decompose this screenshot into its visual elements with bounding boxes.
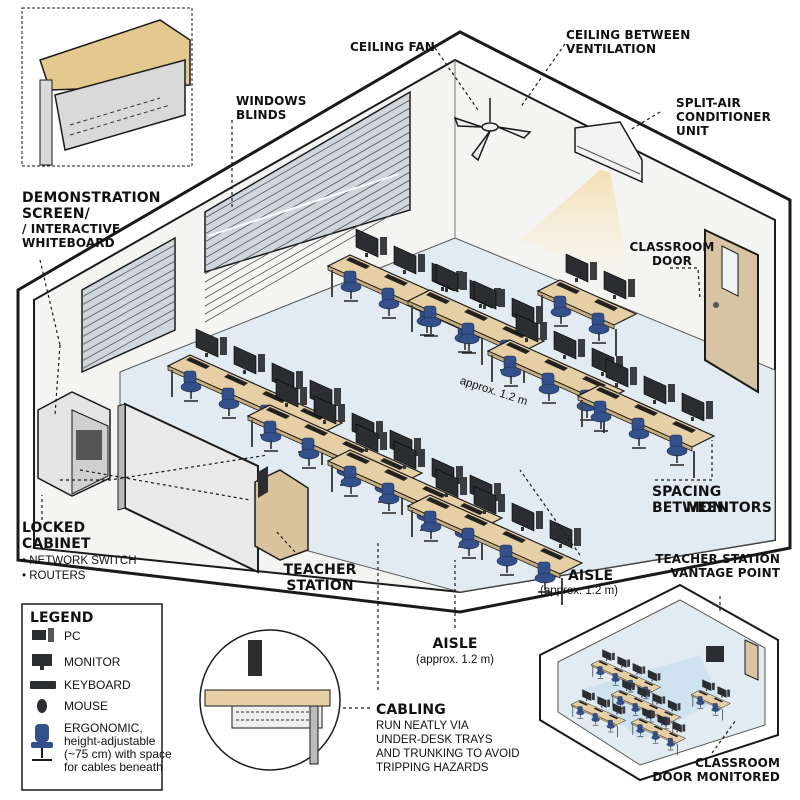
- vantage-point-inset: [539, 583, 779, 782]
- legend-chair-icon: [31, 724, 53, 761]
- legend-mouse-label: MOUSE: [64, 699, 109, 713]
- legend-title: LEGEND: [30, 610, 94, 626]
- legend-chair-label-4: for cables beneath: [64, 760, 163, 774]
- demonstration-whiteboard: [117, 402, 259, 574]
- label-cabinet-line1: LOCKED: [22, 520, 86, 536]
- label-demo-line4: WHITEBOARD: [22, 236, 115, 250]
- ventilation-light: [520, 170, 630, 280]
- label-cabling-sub-3: AND TRUNKING TO AVOID: [376, 748, 520, 760]
- label-aisle-right: AISLE: [568, 568, 614, 584]
- label-vantage-line1: TEACHER STATION: [655, 552, 780, 566]
- label-door-monitored-line1: CLASSROOM: [695, 756, 780, 770]
- legend-keyboard-icon: [30, 681, 56, 689]
- label-cabling-sub-1: RUN NEATLY VIA: [376, 720, 469, 732]
- label-cabling-sub-4: TRIPPING HAZARDS: [376, 762, 489, 774]
- label-cabinet-item-2: • ROUTERS: [22, 570, 86, 582]
- legend-keyboard-label: KEYBOARD: [64, 678, 131, 692]
- label-demo-line2: SCREEN/: [22, 206, 90, 222]
- label-ceiling-vent-line2: VENTILATION: [566, 42, 657, 56]
- legend-monitor-icon: [32, 654, 52, 666]
- label-ceiling-fan: CEILING FAN: [350, 40, 435, 54]
- label-aisle-right-sub: (approx. 1.2 m): [540, 585, 618, 597]
- label-cabinet-line2: CABINET: [22, 536, 91, 552]
- label-spacing-line1: SPACING BETWEEN: [652, 484, 729, 516]
- label-ac-line2: CONDITIONER UNIT: [676, 110, 771, 138]
- label-cabling-sub-2: UNDER-DESK TRAYS: [376, 734, 493, 746]
- split-air-conditioner: [574, 121, 643, 184]
- label-aisle-bottom: AISLE: [432, 636, 478, 652]
- label-door-monitored-line2: DOOR MONITORED: [652, 770, 780, 784]
- label-ac-line1: SPLIT-AIR: [676, 96, 741, 110]
- teacher-station-desk: [254, 466, 309, 561]
- label-demo-line3: / INTERACTIVE: [22, 222, 121, 236]
- label-ceiling-vent-line1: CEILING BETWEEN: [566, 28, 691, 42]
- label-door-line1: CLASSROOM: [629, 240, 715, 254]
- label-cabinet-item-1: • NETWORK SWITCH: [22, 555, 137, 567]
- legend-chair-label-2: height-adjustable: [64, 734, 156, 748]
- label-blinds-line1: WINDOWS: [236, 94, 307, 108]
- legend-mouse-icon: [37, 699, 47, 713]
- label-teacher-line1: TEACHER: [283, 562, 357, 578]
- label-vantage-line2: VANTAGE POINT: [670, 566, 780, 580]
- windows-blinds: [81, 90, 411, 374]
- label-aisle-bottom-sub: (approx. 1.2 m): [416, 654, 494, 666]
- cabling-detail-inset: [199, 629, 341, 771]
- label-cabling: CABLING: [376, 702, 446, 718]
- legend-box: [21, 603, 163, 791]
- label-demo-line1: DEMONSTRATION: [22, 190, 161, 206]
- leader-lines: [39, 43, 737, 754]
- cable-tray-inset: [21, 7, 193, 167]
- classroom-door: [704, 228, 759, 394]
- legend-pc-icon: [32, 630, 46, 640]
- legend-chair-label-1: ERGONOMIC,: [64, 721, 143, 735]
- label-spacing-line2: MONITORS: [686, 500, 772, 516]
- ceiling-fan: [453, 98, 532, 162]
- label-door-line2: DOOR: [651, 254, 692, 268]
- label-teacher-line2: STATION: [286, 578, 354, 594]
- legend-pc-label: PC: [64, 629, 81, 643]
- legend-monitor-label: MONITOR: [64, 655, 121, 669]
- legend-chair-label-3: (~75 cm) with space: [64, 747, 172, 761]
- student-workstations: [166, 228, 716, 605]
- label-blinds-line2: BLINDS: [236, 108, 287, 122]
